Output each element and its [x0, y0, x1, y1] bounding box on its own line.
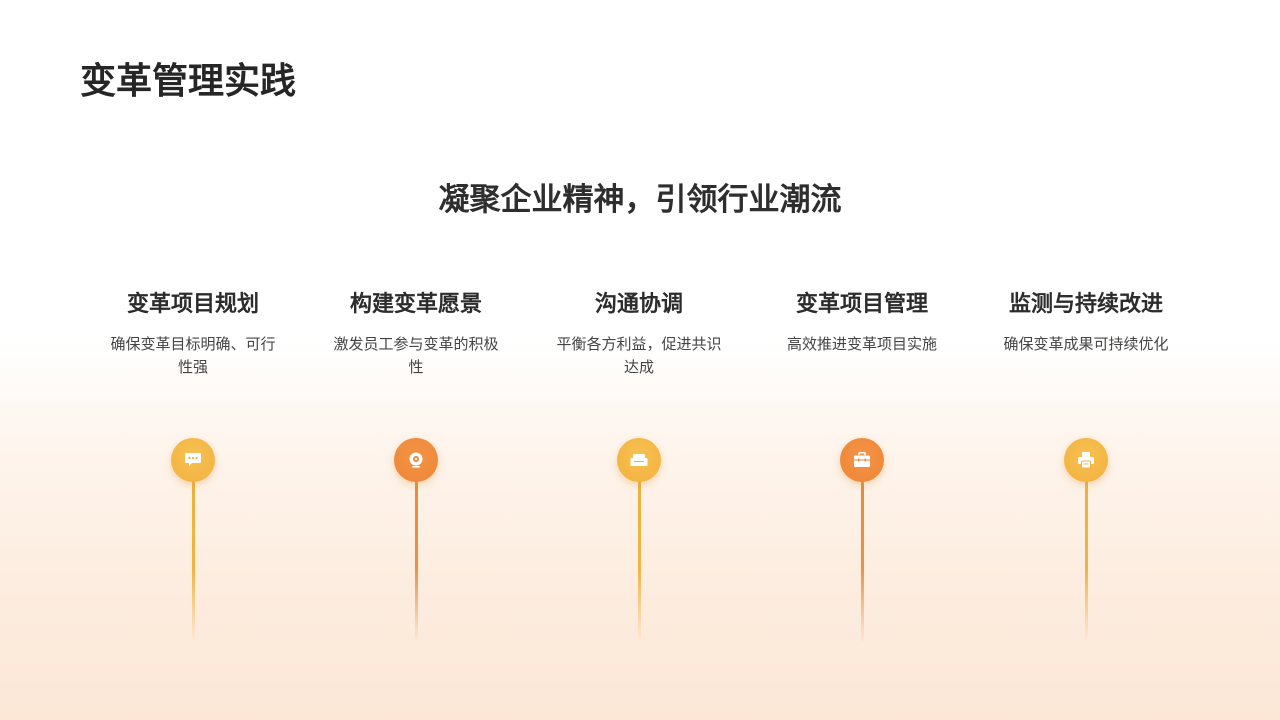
step-icon-badge — [171, 438, 215, 482]
step-connector-line — [191, 478, 195, 643]
step-connector-line — [414, 478, 418, 643]
step-icon-badge — [617, 438, 661, 482]
briefcase-icon — [853, 452, 871, 468]
step-title: 沟通协调 — [594, 292, 683, 317]
step-connector-line — [1084, 478, 1088, 643]
step-description: 激发员工参与变革的积极性 — [333, 335, 499, 376]
page-title: 变革管理实践 — [80, 61, 297, 102]
chat-bubble-icon — [184, 452, 202, 468]
page-subtitle: 凝聚企业精神，引领行业潮流 — [438, 182, 842, 218]
step-title: 构建变革愿景 — [349, 292, 482, 317]
step-card-project-management: 变革项目管理 高效推进变革项目实施 — [762, 288, 962, 648]
step-title: 监测与持续改进 — [1008, 292, 1163, 317]
step-icon-badge — [1064, 438, 1108, 482]
sofa-icon — [630, 453, 648, 468]
step-connector-line — [860, 478, 864, 643]
printer-icon — [1077, 451, 1095, 469]
step-card-build-vision: 构建变革愿景 激发员工参与变革的积极性 — [316, 288, 516, 648]
step-icon-badge — [840, 438, 884, 482]
step-card-communication: 沟通协调 平衡各方利益，促进共识达成 — [539, 288, 739, 648]
step-card-project-planning: 变革项目规划 确保变革目标明确、可行性强 — [93, 288, 293, 648]
step-description: 高效推进变革项目实施 — [786, 335, 937, 353]
step-description: 确保变革成果可持续优化 — [1003, 335, 1169, 353]
step-title: 变革项目规划 — [126, 292, 259, 317]
step-connector-line — [637, 478, 641, 643]
step-description: 确保变革目标明确、可行性强 — [110, 335, 276, 376]
step-card-monitoring: 监测与持续改进 确保变革成果可持续优化 — [986, 288, 1186, 648]
step-icon-badge — [394, 438, 438, 482]
step-description: 平衡各方利益，促进共识达成 — [556, 335, 722, 376]
webcam-icon — [407, 451, 425, 469]
step-title: 变革项目管理 — [795, 292, 928, 317]
